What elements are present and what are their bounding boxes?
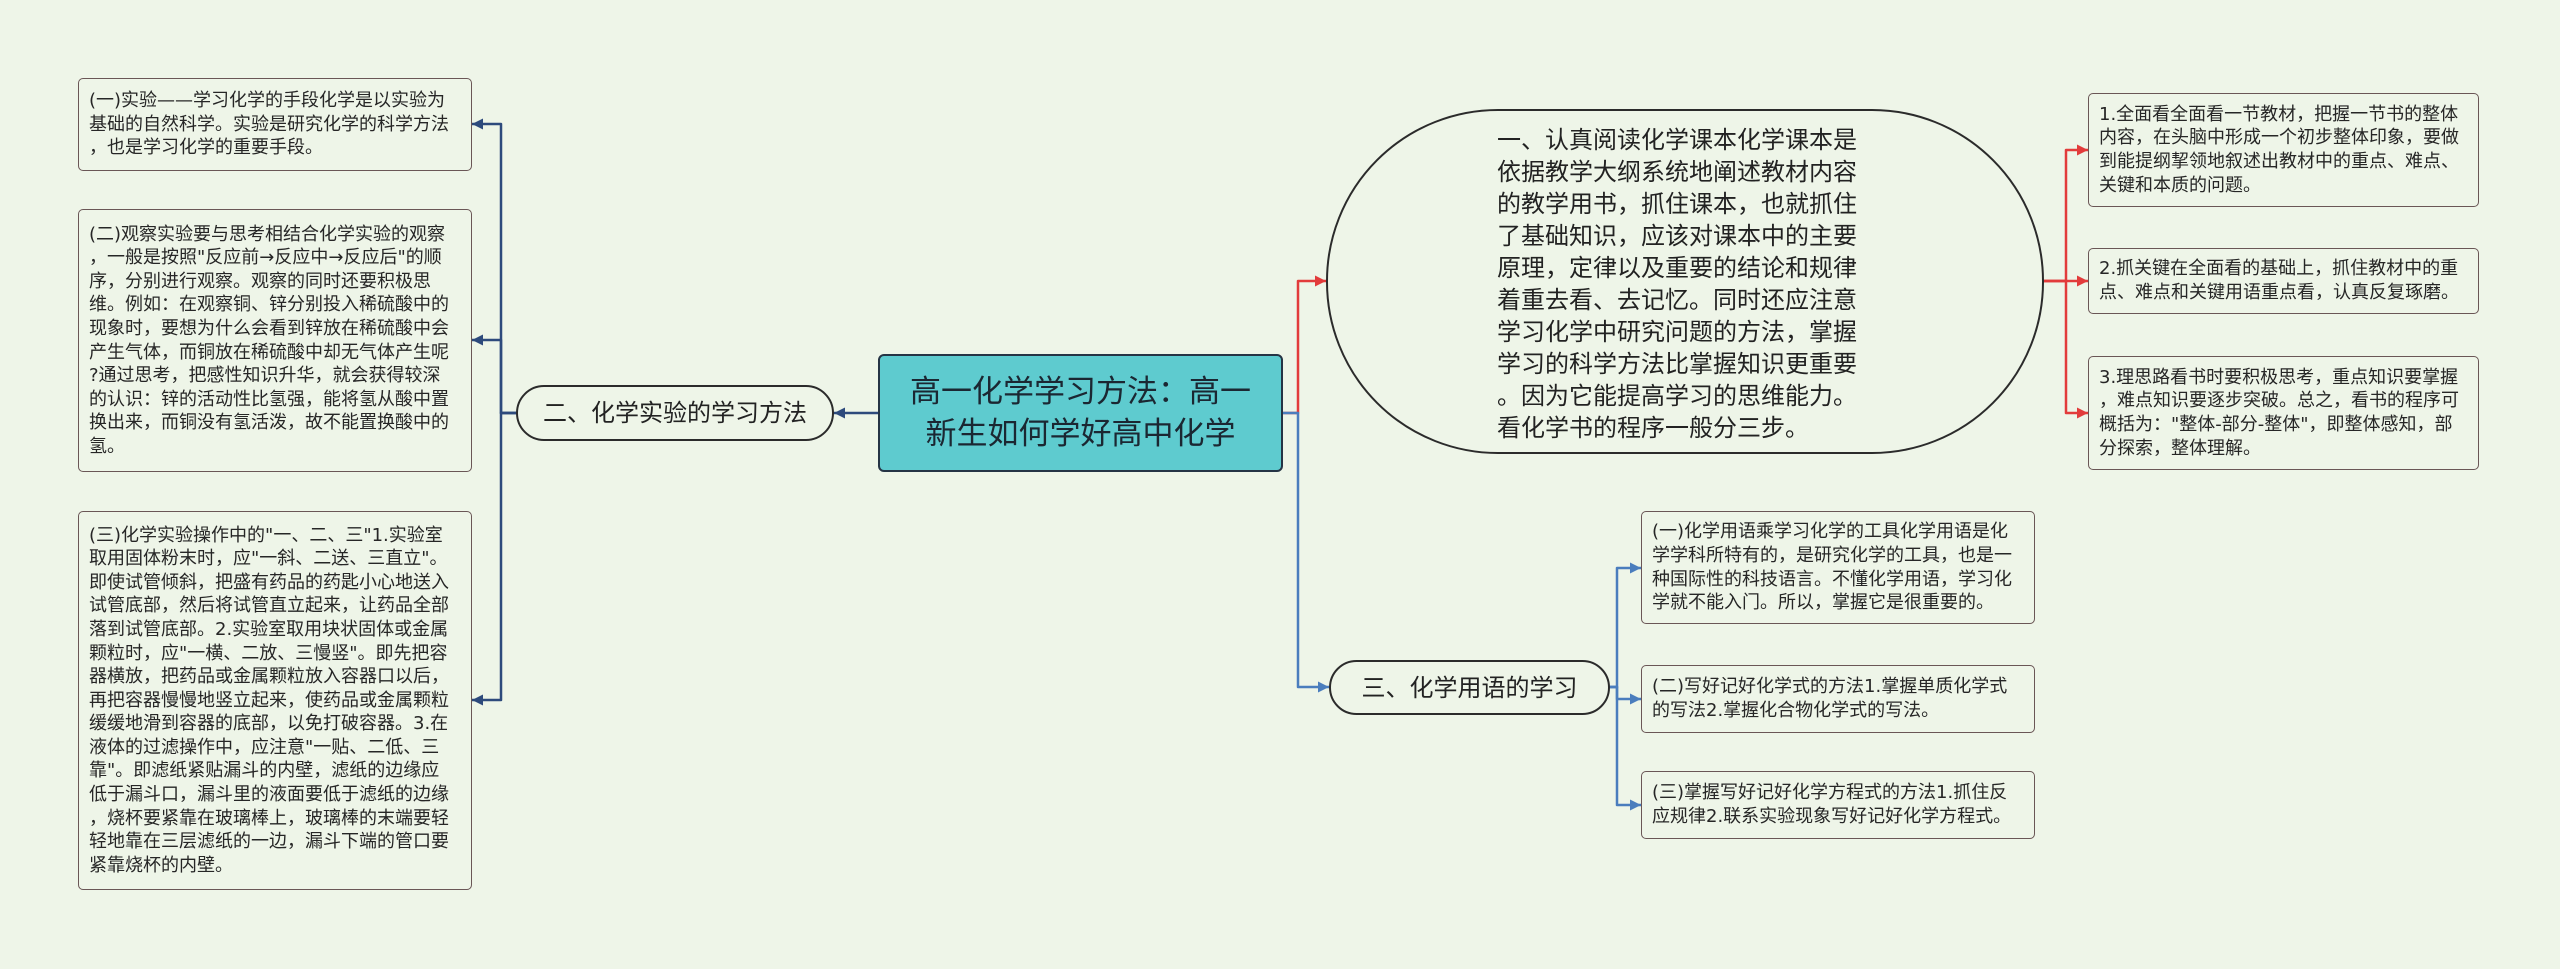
terms-topic: 三、化学用语的学习 [1329, 660, 1610, 715]
reading-topic-line: 着重去看、去记忆。同时还应注意 [1497, 286, 1857, 314]
terms-item-2: (二)写好记好化学式的方法1.掌握单质化学式 的写法2.掌握化合物化学式的写法。 [1641, 665, 2035, 733]
reading-topic-line: 依据教学大纲系统地阐述教材内容 [1497, 158, 1857, 186]
experiment-item-line: 颗粒时，应"一横、二放、三慢竖"。即先把容 [89, 642, 448, 664]
central-topic-line: 高一化学学习方法：高一 [910, 374, 1251, 410]
reading-topic-line: 学习化学中研究问题的方法，掌握 [1497, 318, 1857, 346]
terms-item-line: 的写法2.掌握化合物化学式的写法。 [1652, 700, 1940, 721]
experiment-item-line: 器横放，把药品或金属颗粒放入容器口以后， [89, 666, 449, 688]
reading-step-line: 到能提纲挈领地叙述出教材中的重点、难点、 [2099, 151, 2459, 172]
experiment-item-line: 序，分别进行观察。观察的同时还要积极思 [89, 270, 431, 292]
reading-topic-line: 一、认真阅读化学课本化学课本是 [1497, 126, 1857, 154]
experiment-item-line: 液体的过滤操作中，应注意"一贴、二低、三 [89, 736, 440, 758]
experiment-item-line: ，烧杯要紧靠在玻璃棒上，玻璃棒的末端要轻 [89, 807, 449, 829]
reading-step-line: 2.抓关键在全面看的基础上，抓住教材中的重 [2099, 258, 2459, 280]
reading-topic-line: 学习的科学方法比掌握知识更重要 [1497, 350, 1857, 378]
experiment-item-line: ?通过思考，把感性知识升华，就会获得较深 [89, 365, 441, 387]
reading-step-line: 点、难点和关键用语重点看，认真反复琢磨。 [2099, 282, 2459, 303]
reading-step-line: 分探索，整体理解。 [2099, 437, 2261, 459]
experiment-item-line: 现象时，要想为什么会看到锌放在稀硫酸中会 [89, 317, 449, 339]
reading-topic-line: 看化学书的程序一般分三步。 [1497, 414, 1809, 442]
connector-reading-to-step-1 [2042, 144, 2090, 283]
experiment-item-line: 落到试管底部。2.实验室取用块状固体或金属 [89, 618, 449, 640]
reading-topic-line: 的教学用书，抓住课本，也就抓住 [1497, 190, 1857, 218]
terms-item-line: 学学科所特有的，是研究化学的工具，也是一 [1652, 544, 2012, 566]
experiment-item-line: 氢。 [89, 435, 125, 457]
experiment-item-line: 低于漏斗口，漏斗里的液面要低于滤纸的边缘 [89, 784, 449, 806]
connector-reading-to-step-3 [2042, 279, 2090, 419]
reading-step-line: ，难点知识要逐步突破。总之，看书的程序可 [2099, 390, 2459, 412]
terms-item-line: (三)掌握写好记好化学方程式的方法1.抓住反 [1652, 782, 2008, 804]
connector-experiment-to-item-2 [470, 334, 518, 415]
connector-terms-to-item-1 [1608, 562, 1643, 689]
experiment-item-line: 靠"。即滤纸紧贴漏斗的内壁，滤纸的边缘应 [89, 760, 440, 782]
reading-step-line: 关键和本质的问题。 [2099, 174, 2261, 196]
experiment-item-line: 产生气体，而铜放在稀硫酸中却无气体产生呢 [89, 341, 449, 363]
terms-item-line: 学就不能入门。所以，掌握它是很重要的。 [1652, 592, 1994, 614]
experiment-item-3: (三)化学实验操作中的"一、二、三"1.实验室 取用固体粉末时，应"一斜、二送、… [78, 511, 472, 890]
connector-experiment-to-item-1 [470, 118, 518, 415]
terms-item-line: (二)写好记好化学式的方法1.掌握单质化学式 [1652, 676, 2008, 698]
experiment-item-line: ，也是学习化学的重要手段。 [89, 137, 323, 159]
terms-topic-label: 三、化学用语的学习 [1361, 673, 1578, 702]
connector-experiment-to-item-3 [470, 411, 518, 706]
experiment-item-line: 再把容器慢慢地竖立起来，使药品或金属颗粒 [89, 689, 449, 711]
experiment-item-line: (三)化学实验操作中的"一、二、三"1.实验室 [89, 524, 443, 546]
experiment-item-line: 维。例如：在观察铜、锌分别投入稀硫酸中的 [89, 294, 449, 316]
reading-topic: 一、认真阅读化学课本化学课本是 依据教学大纲系统地阐述教材内容 的教学用书，抓住… [1326, 109, 2044, 454]
experiment-item-line: 即使试管倾斜，把盛有药品的药匙小心地送入 [89, 571, 449, 593]
experiment-item-line: (二)观察实验要与思考相结合化学实验的观察 [89, 223, 446, 245]
experiment-item-line: ，一般是按照"反应前→反应中→反应后"的顺 [89, 247, 442, 269]
reading-step-1: 1.全面看全面看一节教材，把握一节书的整体 内容，在头脑中形成一个初步整体印象，… [2088, 93, 2479, 207]
experiment-item-line: 试管底部，然后将试管直立起来，让药品全部 [89, 595, 449, 617]
reading-step-line: 内容，在头脑中形成一个初步整体印象，要做 [2099, 127, 2459, 149]
terms-item-line: 应规律2.联系实验现象写好记好化学方程式。 [1652, 806, 2012, 827]
connector-terms-to-item-2 [1608, 685, 1643, 705]
terms-item-3: (三)掌握写好记好化学方程式的方法1.抓住反 应规律2.联系实验现象写好记好化学… [1641, 771, 2035, 839]
experiment-item-line: 紧靠烧杯的内壁。 [89, 854, 233, 876]
experiment-item-1: (一)实验——学习化学的手段化学是以实验为 基础的自然科学。实验是研究化学的科学… [78, 78, 472, 171]
experiment-item-line: 取用固体粉末时，应"一斜、二送、三直立"。 [89, 548, 448, 570]
central-topic: 高一化学学习方法：高一 新生如何学好高中化学 [878, 354, 1283, 472]
experiment-item-line: (一)实验——学习化学的手段化学是以实验为 [89, 90, 446, 112]
connector-central-to-terms [1281, 411, 1331, 693]
experiment-item-line: 缓缓地滑到容器的底部，以免打破容器。3.在 [89, 713, 449, 735]
experiment-topic-label: 二、化学实验的学习方法 [543, 399, 807, 427]
terms-item-line: (一)化学用语乘学习化学的工具化学用语是化 [1652, 521, 2009, 543]
experiment-item-line: 基础的自然科学。实验是研究化学的科学方法 [89, 113, 449, 135]
experiment-item-line: 轻地靠在三层滤纸的一边，漏斗下端的管口要 [89, 831, 449, 853]
experiment-item-2: (二)观察实验要与思考相结合化学实验的观察 ，一般是按照"反应前→反应中→反应后… [78, 209, 472, 472]
reading-step-2: 2.抓关键在全面看的基础上，抓住教材中的重 点、难点和关键用语重点看，认真反复琢… [2088, 248, 2479, 314]
experiment-item-line: 的认识：锌的活动性比氢强，能将氢从酸中置 [89, 388, 449, 410]
terms-item-1: (一)化学用语乘学习化学的工具化学用语是化 学学科所特有的，是研究化学的工具，也… [1641, 511, 2035, 624]
reading-topic-line: 了基础知识，应该对课本中的主要 [1497, 222, 1857, 250]
reading-topic-line: 。因为它能提高学习的思维能力。 [1497, 382, 1857, 410]
reading-topic-line: 原理，定律以及重要的结论和规律 [1497, 254, 1857, 282]
reading-topic-text: 一、认真阅读化学课本化学课本是 依据教学大纲系统地阐述教材内容 的教学用书，抓住… [1497, 124, 1857, 444]
connector-central-to-reading [1281, 275, 1328, 415]
terms-item-line: 种国际性的科技语言。不懂化学用语，学习化 [1652, 568, 2012, 590]
reading-step-line: 3.理思路看书时要积极思考，重点知识要掌握 [2099, 366, 2459, 388]
connector-terms-to-item-3 [1608, 685, 1643, 811]
experiment-topic: 二、化学实验的学习方法 [516, 385, 834, 441]
experiment-item-line: 换出来，而铜没有氢活泼，故不能置换酸中的 [89, 412, 449, 434]
reading-step-line: 1.全面看全面看一节教材，把握一节书的整体 [2099, 103, 2459, 125]
reading-step-line: 概括为："整体-部分-整体"，即整体感知，部 [2099, 414, 2453, 435]
central-topic-line: 新生如何学好高中化学 [925, 416, 1236, 452]
reading-step-3: 3.理思路看书时要积极思考，重点知识要掌握 ，难点知识要逐步突破。总之，看书的程… [2088, 356, 2479, 470]
